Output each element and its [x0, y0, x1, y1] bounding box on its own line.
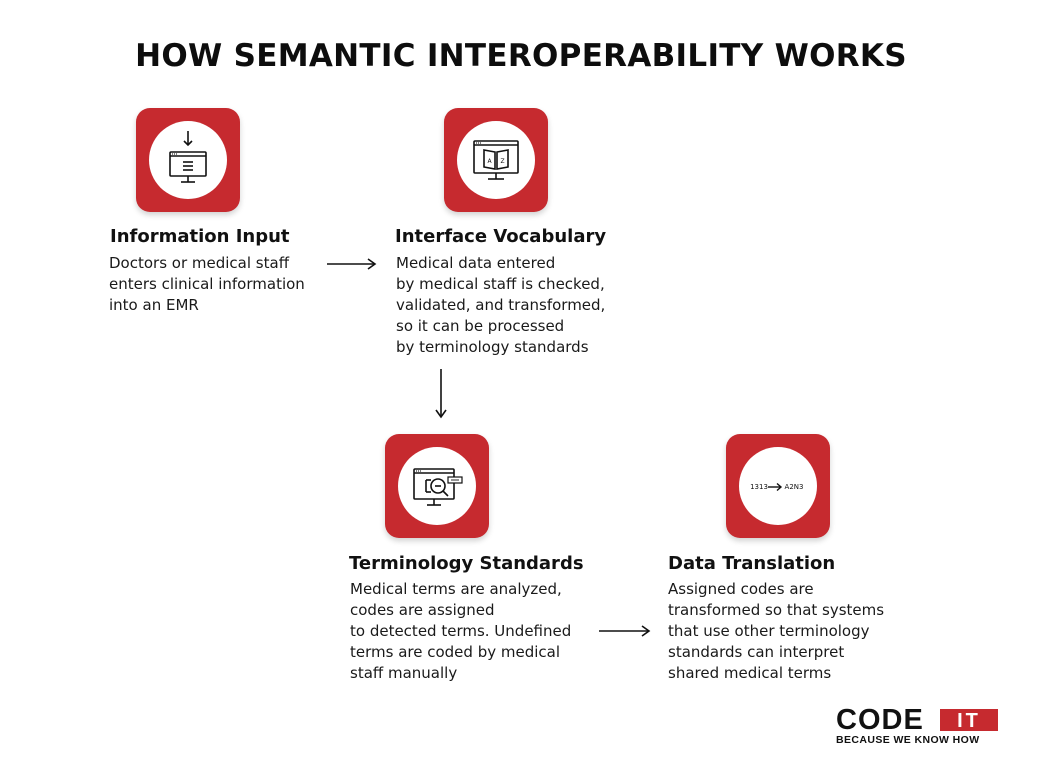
step-icon-tile-terminology-standards [385, 434, 489, 538]
logo-word: CODE [836, 704, 924, 736]
target-code-text: A2N3 [785, 483, 804, 491]
source-code-text: 1313 [750, 483, 768, 491]
page-title: HOW SEMANTIC INTEROPERABILITY WORKS [135, 38, 907, 74]
step-title-information-input: Information Input [110, 226, 290, 247]
step-description-data-translation: Assigned codes are transformed so that s… [668, 580, 885, 682]
step-icon-tile-data-translation: 1313 A2N3 [726, 434, 830, 538]
logo-badge: IT [940, 709, 998, 732]
step-icon-tile-interface-vocabulary: A Z [444, 108, 548, 212]
step-icon-tile-information-input [136, 108, 240, 212]
code-translation-icon: 1313 A2N3 [750, 482, 804, 492]
arrow-right-icon [327, 258, 377, 270]
dictionary-letter-z: Z [500, 158, 504, 165]
step-description-terminology-standards: Medical terms are analyzed, codes are as… [350, 580, 572, 682]
magnifier-monitor-icon [413, 468, 463, 506]
download-monitor-icon [169, 131, 207, 183]
arrow-down-icon [435, 369, 447, 419]
dictionary-letter-a: A [487, 158, 492, 165]
step-title-data-translation: Data Translation [668, 553, 836, 574]
step-description-information-input: Doctors or medical staff enters clinical… [109, 254, 305, 314]
logo-tagline: BECAUSE WE KNOW HOW [836, 734, 980, 746]
step-title-interface-vocabulary: Interface Vocabulary [395, 226, 607, 247]
arrow-right-icon [599, 625, 651, 637]
company-logo: CODE IT BECAUSE WE KNOW HOW [836, 704, 998, 747]
step-title-terminology-standards: Terminology Standards [349, 553, 584, 574]
dictionary-monitor-icon: A Z [473, 140, 519, 180]
step-description-interface-vocabulary: Medical data entered by medical staff is… [396, 254, 606, 356]
